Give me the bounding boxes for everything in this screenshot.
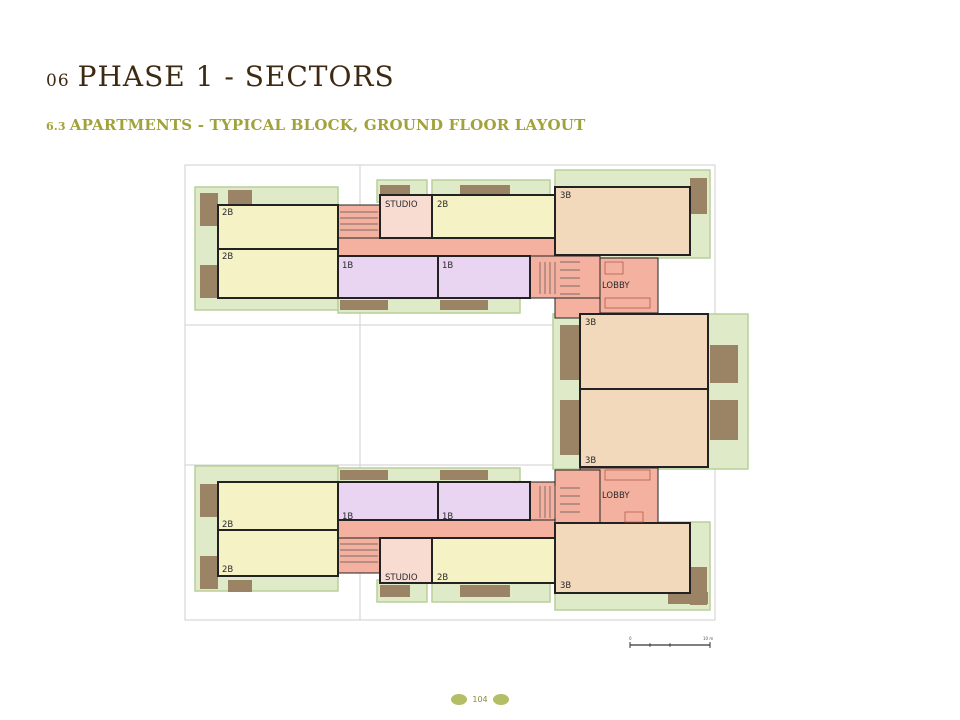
unit-2b-bottom-3 <box>431 537 556 584</box>
scale-bar: 0 10 m <box>629 636 713 648</box>
lobby-fittings <box>604 261 651 523</box>
subsection-title: APARTMENTS - TYPICAL BLOCK, GROUND FLOOR… <box>69 116 586 134</box>
label-lobby-bottom: LOBBY <box>602 491 630 501</box>
page-title: 06 PHASE 1 - SECTORS <box>46 60 395 93</box>
unit-2b-bottom-2 <box>217 529 339 577</box>
label-2b-top-3: 2B <box>437 200 448 210</box>
unit-2b-top-2 <box>217 248 339 299</box>
page-number: 104 <box>472 695 488 704</box>
label-3b-top: 3B <box>560 191 571 201</box>
subsection-number: 6.3 <box>46 120 66 133</box>
label-1b-bottom-1: 1B <box>342 512 353 522</box>
leaf-icon-right <box>492 694 509 705</box>
decks <box>200 178 738 605</box>
scale-start-label: 0 <box>629 636 632 641</box>
unit-1b-top-2 <box>437 255 531 299</box>
label-studio-bottom: STUDIO <box>385 573 418 583</box>
room-labels: 2B 2B STUDIO 2B 1B 1B 3B LOBBY 3B 3B LOB… <box>222 191 630 591</box>
unit-1b-top-1 <box>337 255 439 299</box>
label-2b-top-1: 2B <box>222 208 233 218</box>
label-1b-bottom-2: 1B <box>442 512 453 522</box>
label-3b-bottom: 3B <box>560 581 571 591</box>
rooms <box>217 186 709 594</box>
page-number-footer: 104 <box>0 694 960 705</box>
section-number: 06 <box>46 71 70 91</box>
label-2b-top-2: 2B <box>222 252 233 262</box>
label-2b-bottom-1: 2B <box>222 520 233 530</box>
label-1b-top-2: 1B <box>442 261 453 271</box>
label-2b-bottom-2: 2B <box>222 565 233 575</box>
unit-1b-bottom-1 <box>337 481 439 521</box>
unit-1b-bottom-2 <box>437 481 531 521</box>
leaf-icon-left <box>451 694 468 705</box>
unit-2b-top-3 <box>431 194 556 239</box>
unit-3b-bottom <box>554 522 691 594</box>
unit-2b-top-1 <box>217 204 339 250</box>
stairs <box>340 211 580 563</box>
label-3b-mid-2: 3B <box>585 456 596 466</box>
unit-2b-bottom-1 <box>217 481 339 531</box>
scale-end-label: 10 m <box>703 636 713 641</box>
section-title: PHASE 1 - SECTORS <box>77 60 395 93</box>
label-3b-mid-1: 3B <box>585 318 596 328</box>
unit-3b-top <box>554 186 691 256</box>
label-lobby-top: LOBBY <box>602 281 630 291</box>
label-studio-top: STUDIO <box>385 200 418 210</box>
unit-3b-mid-2 <box>579 388 709 468</box>
unit-3b-mid-1 <box>579 313 709 390</box>
label-2b-bottom-3: 2B <box>437 573 448 583</box>
label-1b-top-1: 1B <box>342 261 353 271</box>
